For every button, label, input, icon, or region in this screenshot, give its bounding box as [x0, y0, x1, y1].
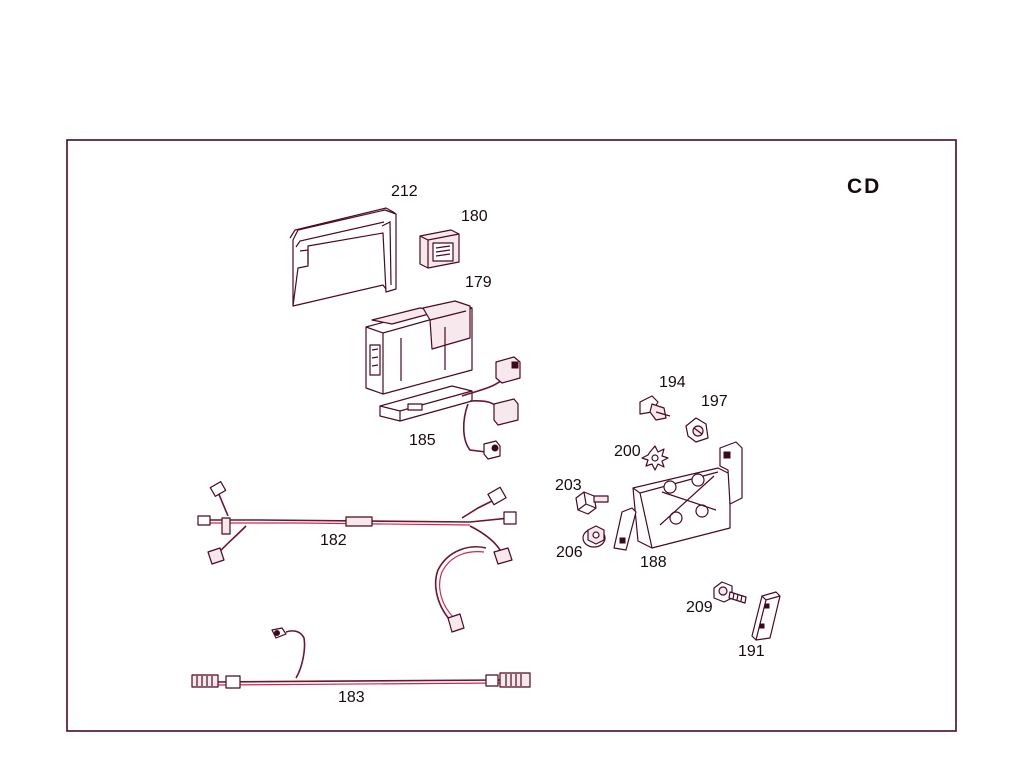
- diagram-frame: [66, 139, 957, 732]
- callout-203: 203: [555, 477, 582, 494]
- callout-179: 179: [465, 274, 492, 291]
- callout-180: 180: [461, 208, 488, 225]
- variant-label: CD: [847, 175, 881, 198]
- callout-212: 212: [391, 183, 418, 200]
- part-197-clip[interactable]: [685, 417, 709, 443]
- part-200-lock-washer[interactable]: [641, 445, 669, 471]
- callout-206: 206: [556, 544, 583, 561]
- part-194-knob[interactable]: [639, 395, 671, 421]
- part-182-wiring-harness[interactable]: [197, 481, 517, 633]
- callout-200: 200: [614, 443, 641, 460]
- part-212-holder[interactable]: [289, 207, 397, 307]
- callout-191: 191: [738, 643, 765, 660]
- part-183-cable[interactable]: [191, 627, 531, 689]
- callout-183: 183: [338, 689, 365, 706]
- part-180-module[interactable]: [419, 229, 460, 269]
- callout-209: 209: [686, 599, 713, 616]
- part-203-hex-bolt[interactable]: [575, 491, 609, 515]
- callout-185: 185: [409, 432, 436, 449]
- part-185-base-tray[interactable]: [379, 356, 521, 460]
- part-206-flange-nut[interactable]: [582, 525, 606, 548]
- part-209-screw[interactable]: [713, 581, 747, 604]
- callout-188: 188: [640, 554, 667, 571]
- callout-194: 194: [659, 374, 686, 391]
- callout-182: 182: [320, 532, 347, 549]
- part-191-plate[interactable]: [751, 591, 781, 641]
- callout-197: 197: [701, 393, 728, 410]
- part-188-mounting-bracket[interactable]: [613, 441, 743, 551]
- part-179-control-unit[interactable]: [365, 300, 473, 395]
